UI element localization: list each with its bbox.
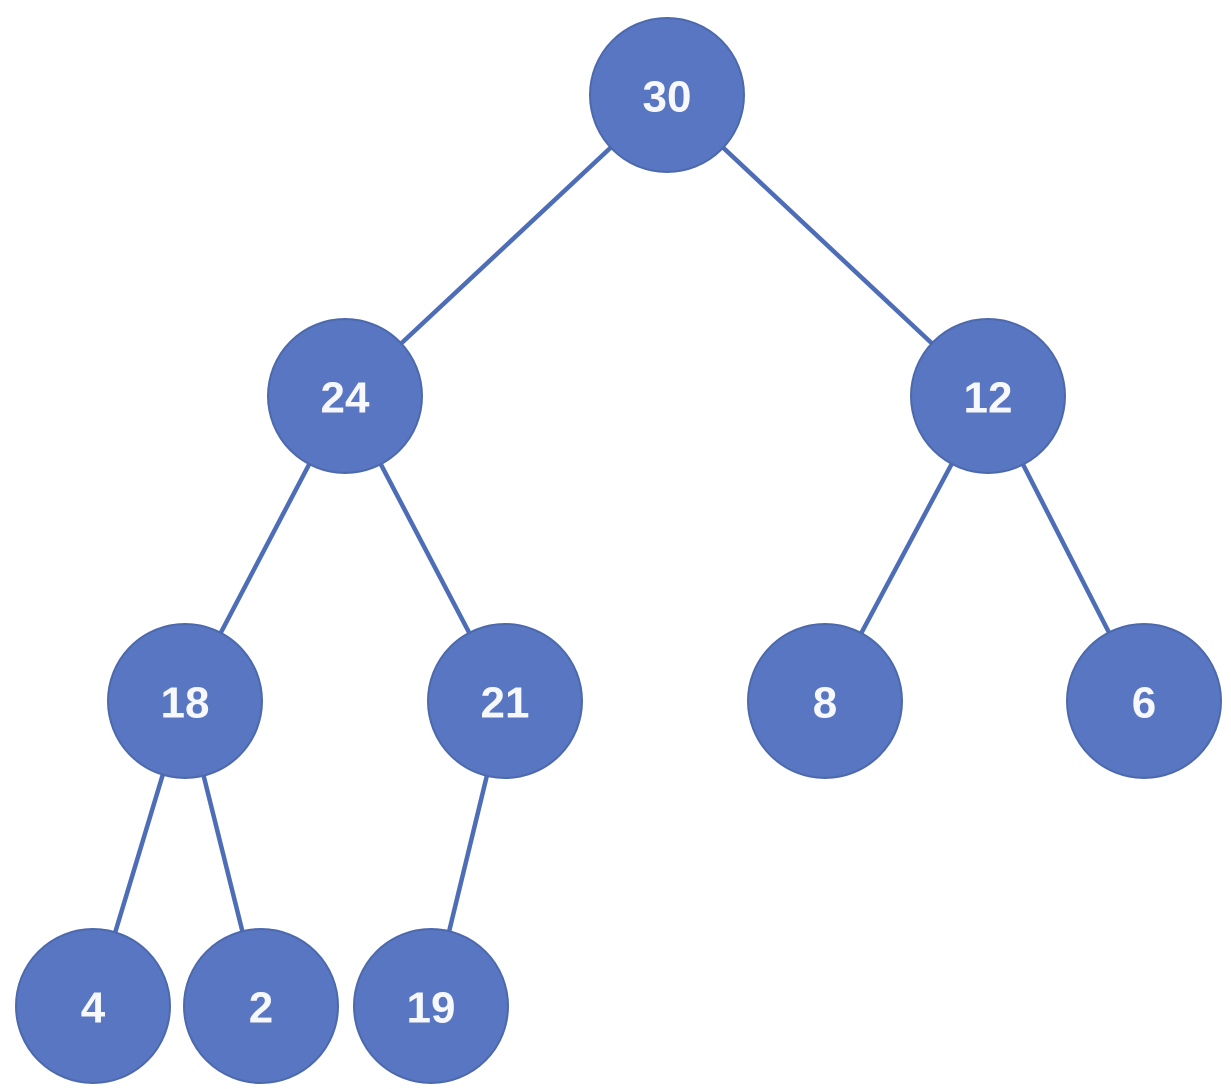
tree-node-12: 12 bbox=[910, 318, 1066, 474]
tree-node-8: 8 bbox=[747, 623, 903, 779]
node-circle-21 bbox=[427, 623, 583, 779]
node-value-label: 4 bbox=[81, 983, 106, 1032]
node-value-label: 2 bbox=[249, 983, 273, 1032]
node-value-label: 8 bbox=[813, 678, 837, 727]
tree-node-30: 30 bbox=[589, 17, 745, 173]
node-value-label: 18 bbox=[161, 678, 210, 727]
node-circle-19 bbox=[353, 928, 509, 1084]
node-value-label: 30 bbox=[643, 72, 692, 121]
node-circle-8 bbox=[747, 623, 903, 779]
tree-node-19: 19 bbox=[353, 928, 509, 1084]
node-value-label: 21 bbox=[481, 678, 530, 727]
tree-node-24: 24 bbox=[267, 318, 423, 474]
node-value-label: 6 bbox=[1132, 678, 1156, 727]
node-value-label: 12 bbox=[964, 373, 1013, 422]
tree-node-18: 18 bbox=[107, 623, 263, 779]
tree-node-21: 21 bbox=[427, 623, 583, 779]
tree-node-2: 2 bbox=[183, 928, 339, 1084]
node-circle-2 bbox=[183, 928, 339, 1084]
tree-node-6: 6 bbox=[1066, 623, 1222, 779]
node-circle-30 bbox=[589, 17, 745, 173]
node-circle-12 bbox=[910, 318, 1066, 474]
tree-node-4: 4 bbox=[15, 928, 171, 1084]
node-circle-24 bbox=[267, 318, 423, 474]
node-circle-6 bbox=[1066, 623, 1222, 779]
node-value-label: 24 bbox=[321, 373, 370, 422]
node-value-label: 19 bbox=[407, 983, 456, 1032]
node-circle-18 bbox=[107, 623, 263, 779]
node-circle-4 bbox=[15, 928, 171, 1084]
